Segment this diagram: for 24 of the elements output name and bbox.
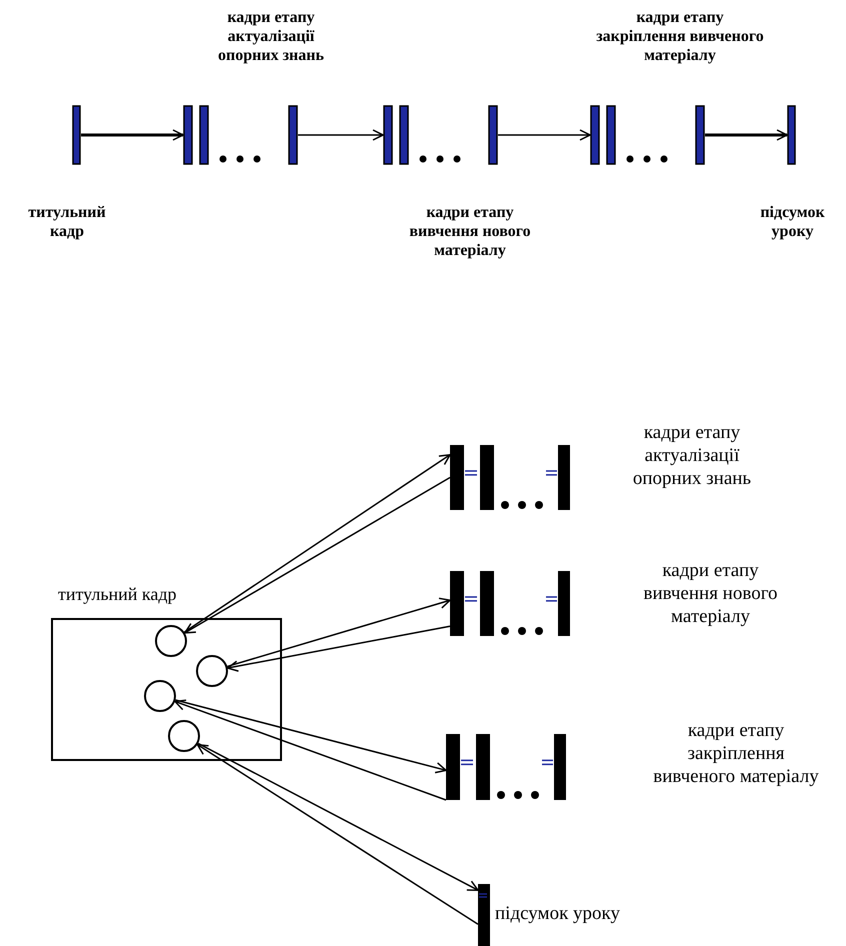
arrow [175, 699, 447, 774]
arrow [198, 742, 479, 891]
arrow [196, 744, 478, 925]
frame-caption: кадри етапу закріплення вивченого матеріалу [652, 720, 820, 788]
link-button [144, 680, 176, 712]
frame-caption: кадри етапу актуалізації опорних знань [632, 422, 752, 490]
frame-caption: підсумок уроку [759, 203, 826, 242]
frame-caption: титульний кадр [58, 584, 178, 606]
arrow [298, 129, 384, 141]
frame-caption: підсумок уроку [495, 903, 622, 926]
arrow [174, 699, 446, 801]
arrow [498, 129, 591, 141]
link-button [196, 655, 228, 687]
arrow [81, 129, 184, 141]
frame-caption: кадри етапу вивчення нового матеріалу [408, 203, 532, 261]
frame-caption: кадри етапу актуалізації опорних знань [217, 8, 325, 66]
frame-caption: кадри етапу закріплення вивченого матеріалу [595, 8, 765, 66]
frame-caption: кадри етапу вивчення нового матеріалу [642, 560, 779, 628]
arrow [226, 626, 450, 672]
link-button [155, 625, 187, 657]
arrow [705, 129, 788, 141]
frame-caption: титульний кадр [27, 203, 107, 242]
arrow [227, 598, 451, 668]
link-button [168, 720, 200, 752]
